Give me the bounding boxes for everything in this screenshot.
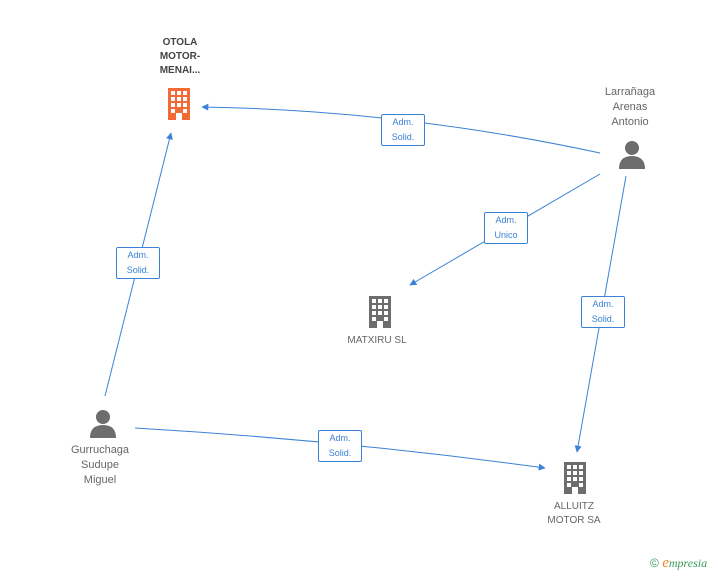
person-icon[interactable] xyxy=(88,408,118,438)
empresia-logo: © empresia xyxy=(650,555,707,572)
person-larranaga-label[interactable]: Larrañaga Arenas Antonio xyxy=(604,86,656,128)
edge-label-gurruchaga-otola: Adm. Solid. xyxy=(116,247,160,279)
edge-label-larranaga-matxiru: Adm. Unico xyxy=(484,212,528,244)
person-icon[interactable] xyxy=(617,139,647,169)
logo-text: mpresia xyxy=(668,556,708,570)
building-icon[interactable] xyxy=(561,460,589,494)
building-icon[interactable] xyxy=(165,86,193,120)
person-gurruchaga-label[interactable]: Gurruchaga Sudupe Miguel xyxy=(70,444,130,486)
logo-e: e xyxy=(662,555,669,571)
company-matxiru-label[interactable]: MATXIRU SL xyxy=(347,335,407,346)
company-alluitz-label[interactable]: ALLUITZ MOTOR SA xyxy=(547,501,601,526)
copyright-symbol: © xyxy=(650,556,659,570)
company-otola-label[interactable]: OTOLA MOTOR- MENAI... xyxy=(159,37,201,76)
edge-label-larranaga-alluitz: Adm. Solid. xyxy=(581,296,625,328)
edge-label-larranaga-otola: Adm. Solid. xyxy=(381,114,425,146)
edge-label-gurruchaga-alluitz: Adm. Solid. xyxy=(318,430,362,462)
building-icon[interactable] xyxy=(366,294,394,328)
